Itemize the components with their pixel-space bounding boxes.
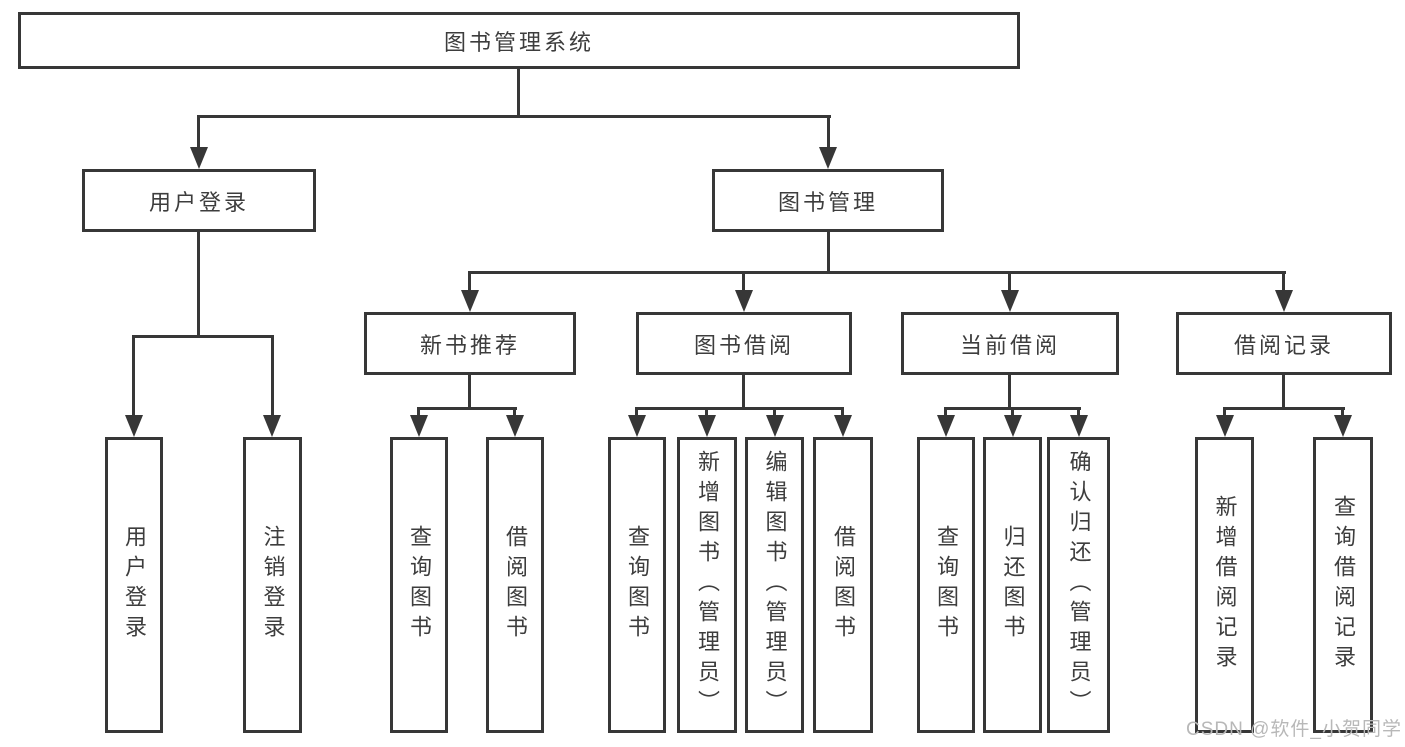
connector-stem-borrow-records bbox=[1282, 271, 1285, 293]
leaf-edit-books-admin: 编辑图书（管理员） bbox=[745, 437, 804, 733]
connector-stem-leaf-login bbox=[132, 335, 135, 419]
connector-book-borrow-riser bbox=[742, 375, 745, 410]
connector-root-riser bbox=[517, 68, 520, 118]
connector-group4-hbar bbox=[1223, 407, 1345, 410]
node-library-management-system: 图书管理系统 bbox=[18, 12, 1020, 69]
connector-stem bbox=[513, 407, 516, 419]
arrowhead-down-icon bbox=[461, 290, 479, 312]
connector-group2-hbar bbox=[635, 407, 843, 410]
leaf-query-books-borrowing: 查询图书 bbox=[608, 437, 666, 733]
arrowhead-down-icon bbox=[1275, 290, 1293, 312]
connector-stem-book-borrow bbox=[742, 271, 745, 293]
connector-new-book-riser bbox=[468, 375, 471, 410]
node-new-book-recommendation: 新书推荐 bbox=[364, 312, 576, 375]
node-book-management: 图书管理 bbox=[712, 169, 944, 232]
leaf-borrow-books: 借阅图书 bbox=[813, 437, 873, 733]
arrowhead-down-icon bbox=[506, 415, 524, 437]
connector-stem bbox=[1011, 407, 1014, 419]
leaf-return-books: 归还图书 bbox=[983, 437, 1042, 733]
connector-stem bbox=[944, 407, 947, 419]
connector-stem-book-management bbox=[827, 115, 830, 153]
arrowhead-down-icon bbox=[1070, 415, 1088, 437]
leaf-add-books-admin: 新增图书（管理员） bbox=[677, 437, 737, 733]
connector-stem bbox=[1077, 407, 1080, 419]
arrowhead-down-icon bbox=[190, 147, 208, 169]
connector-stem bbox=[773, 407, 776, 419]
leaf-query-borrow-record: 查询借阅记录 bbox=[1313, 437, 1373, 733]
arrowhead-down-icon bbox=[834, 415, 852, 437]
connector-stem bbox=[635, 407, 638, 419]
arrowhead-down-icon bbox=[937, 415, 955, 437]
connector-stem bbox=[705, 407, 708, 419]
leaf-user-login: 用户登录 bbox=[105, 437, 163, 733]
connector-root-hbar bbox=[197, 115, 831, 118]
connector-stem bbox=[841, 407, 844, 419]
connector-user-login-hbar bbox=[132, 335, 274, 338]
connector-stem bbox=[1223, 407, 1226, 419]
arrowhead-down-icon bbox=[766, 415, 784, 437]
node-user-login: 用户登录 bbox=[82, 169, 316, 232]
leaf-query-books-recommend: 查询图书 bbox=[390, 437, 448, 733]
connector-group1-hbar bbox=[417, 407, 517, 410]
leaf-query-books-current: 查询图书 bbox=[917, 437, 975, 733]
arrowhead-down-icon bbox=[125, 415, 143, 437]
connector-stem-user-login bbox=[197, 115, 200, 153]
connector-borrow-records-riser bbox=[1282, 375, 1285, 410]
arrowhead-down-icon bbox=[698, 415, 716, 437]
connector-current-borrow-riser bbox=[1008, 375, 1011, 410]
arrowhead-down-icon bbox=[263, 415, 281, 437]
arrowhead-down-icon bbox=[410, 415, 428, 437]
arrowhead-down-icon bbox=[1216, 415, 1234, 437]
arrowhead-down-icon bbox=[1334, 415, 1352, 437]
leaf-add-borrow-record: 新增借阅记录 bbox=[1195, 437, 1254, 733]
arrowhead-down-icon bbox=[819, 147, 837, 169]
leaf-logout: 注销登录 bbox=[243, 437, 302, 733]
arrowhead-down-icon bbox=[628, 415, 646, 437]
leaf-borrow-books-recommend: 借阅图书 bbox=[486, 437, 544, 733]
node-current-borrowing: 当前借阅 bbox=[901, 312, 1119, 375]
connector-book-mgmt-riser bbox=[827, 232, 830, 274]
connector-stem-current-borrow bbox=[1008, 271, 1011, 293]
connector-stem-leaf-logout bbox=[271, 335, 274, 419]
node-borrowing-records: 借阅记录 bbox=[1176, 312, 1392, 375]
arrowhead-down-icon bbox=[1004, 415, 1022, 437]
connector-user-login-riser bbox=[197, 232, 200, 338]
node-book-borrowing: 图书借阅 bbox=[636, 312, 852, 375]
leaf-confirm-return-admin: 确认归还（管理员） bbox=[1047, 437, 1110, 733]
csdn-watermark: CSDN @软件_小贺同学 bbox=[1186, 719, 1402, 740]
arrowhead-down-icon bbox=[1001, 290, 1019, 312]
arrowhead-down-icon bbox=[735, 290, 753, 312]
connector-stem bbox=[417, 407, 420, 419]
connector-stem-new-book bbox=[468, 271, 471, 293]
connector-stem bbox=[1341, 407, 1344, 419]
connector-book-mgmt-hbar bbox=[468, 271, 1286, 274]
